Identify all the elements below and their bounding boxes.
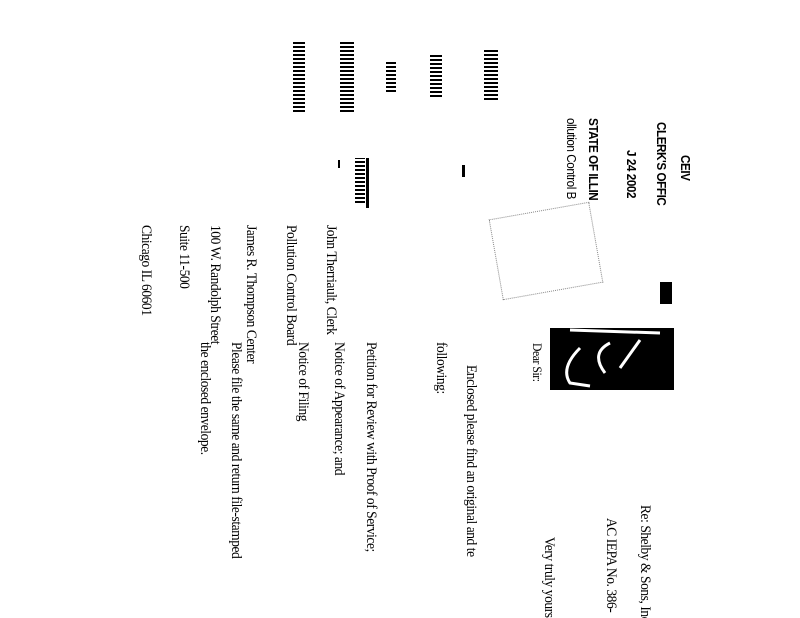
illegible-text-line <box>386 60 396 92</box>
body-request-cont: the enclosed envelope. <box>197 342 213 455</box>
body-intro: Enclosed please find an original and te <box>463 365 479 557</box>
illegible-text-line <box>293 42 305 112</box>
stamp-clerks-office: CLERK'S OFFIC <box>654 122 669 206</box>
recipient-line: Suite 11-500 <box>176 225 192 289</box>
stamp-mark <box>660 282 672 304</box>
stamp-board: ollution Control B <box>564 118 579 199</box>
enclosure-item: Petition for Review with Proof of Servic… <box>363 342 379 552</box>
mark-line <box>462 165 465 177</box>
illegible-text-line <box>355 158 365 203</box>
body-intro-cont: following: <box>433 342 449 394</box>
enclosure-item: Notice of Appearance; and <box>331 342 347 476</box>
case-number: AC IEPA No. 386- <box>603 518 619 613</box>
handwriting-mark <box>565 328 661 388</box>
faint-stamp-mark <box>488 201 604 301</box>
recipient-line: 100 W. Randolph Street <box>207 225 223 345</box>
mark-line <box>366 158 369 208</box>
re-line: Re: Shelby & Sons, Inc. <box>637 505 653 618</box>
body-request: Please file the same and return file-sta… <box>228 342 244 559</box>
closing: Very truly yours <box>541 537 557 618</box>
recipient-line: James R. Thompson Center <box>243 225 259 364</box>
illegible-text-line <box>484 50 498 100</box>
salutation: Dear Sir: <box>530 343 545 382</box>
stamp-received: CEIV <box>678 155 693 181</box>
illegible-text-line <box>430 55 442 97</box>
recipient-line: John Therriault, Clerk <box>323 225 339 335</box>
mark-line <box>338 160 340 168</box>
recipient-line: Chicago IL 60601 <box>138 225 154 316</box>
stamp-date: J 24 2002 <box>624 150 639 199</box>
enclosure-item: Notice of Filing <box>295 342 311 422</box>
handwritten-annotation-box <box>550 328 674 390</box>
recipient-line: Pollution Control Board <box>283 225 299 346</box>
stamp-state: STATE OF ILLIN <box>586 118 601 201</box>
illegible-text-line <box>340 42 354 112</box>
